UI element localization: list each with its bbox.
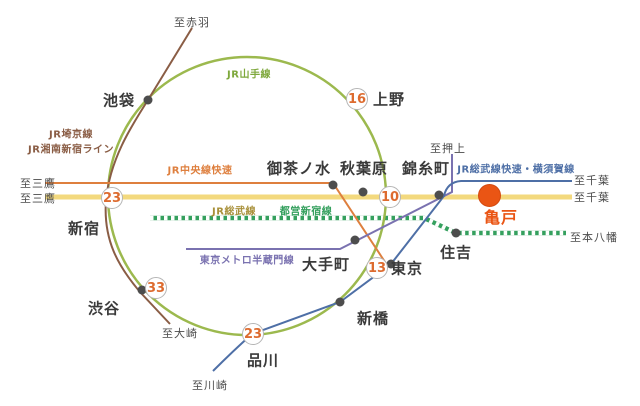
time-badge-shibuya: 33 (145, 277, 167, 299)
line-label-shonan-shinjuku: JR湘南新宿ライン (28, 144, 114, 156)
direction-label-chiba-2: 至千葉 (574, 191, 610, 204)
time-badge-akihabara: 10 (379, 186, 401, 208)
line-label-saikyo: JR埼京線 (49, 129, 93, 141)
station-dot-tokyo (386, 259, 396, 269)
line-label-toei-shinjuku: 都営新宿線 (279, 206, 333, 218)
line-label-sobu: JR総武線 (212, 206, 256, 218)
station-dot-kinshicho (434, 190, 444, 200)
time-badge-shinagawa: 23 (242, 323, 264, 345)
line-label-yamanote: JR山手線 (227, 69, 271, 81)
direction-label-mitaka-1: 至三鷹 (20, 177, 56, 190)
direction-label-oshiage: 至押上 (430, 142, 466, 155)
station-dot-ochanomizu (328, 180, 338, 190)
toei-shinjuku-line-hatch (150, 215, 566, 236)
station-dot-akihabara (358, 187, 368, 197)
station-label-shinjuku: 新宿 (67, 219, 101, 238)
station-label-ueno: 上野 (372, 90, 406, 109)
station-dot-ikebukuro (143, 95, 153, 105)
line-label-chuo-rapid: JR中央線快速 (167, 165, 233, 177)
direction-label-chiba-1: 至千葉 (574, 174, 610, 187)
direction-label-kawasaki: 至川崎 (192, 379, 228, 392)
station-label-sumiyoshi: 住吉 (439, 243, 473, 262)
direction-label-akabane: 至赤羽 (174, 16, 210, 29)
time-badge-tokyo: 13 (366, 257, 388, 279)
station-label-shinagawa: 品川 (246, 351, 280, 370)
station-label-tokyo: 東京 (390, 259, 424, 278)
station-dot-otemachi (350, 235, 360, 245)
line-label-hanzomon: 東京メトロ半蔵門線 (199, 255, 295, 267)
kameido-station-marker (478, 184, 501, 207)
direction-label-osaki: 至大崎 (162, 327, 198, 340)
station-dot-sumiyoshi (451, 228, 461, 238)
station-label-kinshicho: 錦糸町 (401, 159, 451, 178)
station-label-ochanomizu: 御茶ノ水 (266, 159, 332, 178)
time-badge-ueno: 16 (346, 88, 368, 110)
station-dot-shimbashi (335, 297, 345, 307)
station-label-shimbashi: 新橋 (356, 309, 390, 328)
direction-label-mitaka-2: 至三鷹 (20, 192, 56, 205)
time-badge-shinjuku: 23 (101, 187, 123, 209)
station-label-kameido: 亀戸 (483, 208, 519, 227)
station-label-ikebukuro: 池袋 (102, 91, 136, 110)
station-label-akihabara: 秋葉原 (339, 159, 389, 178)
station-dot-shibuya (137, 285, 147, 295)
direction-label-motoyawata: 至本八幡 (570, 231, 618, 244)
hanzomon-line-path (186, 154, 453, 250)
line-label-sobu-rapid-yokosuka: JR総武線快速・横須賀線 (457, 164, 575, 176)
station-label-otemachi: 大手町 (301, 255, 351, 274)
station-label-shibuya: 渋谷 (87, 299, 121, 318)
